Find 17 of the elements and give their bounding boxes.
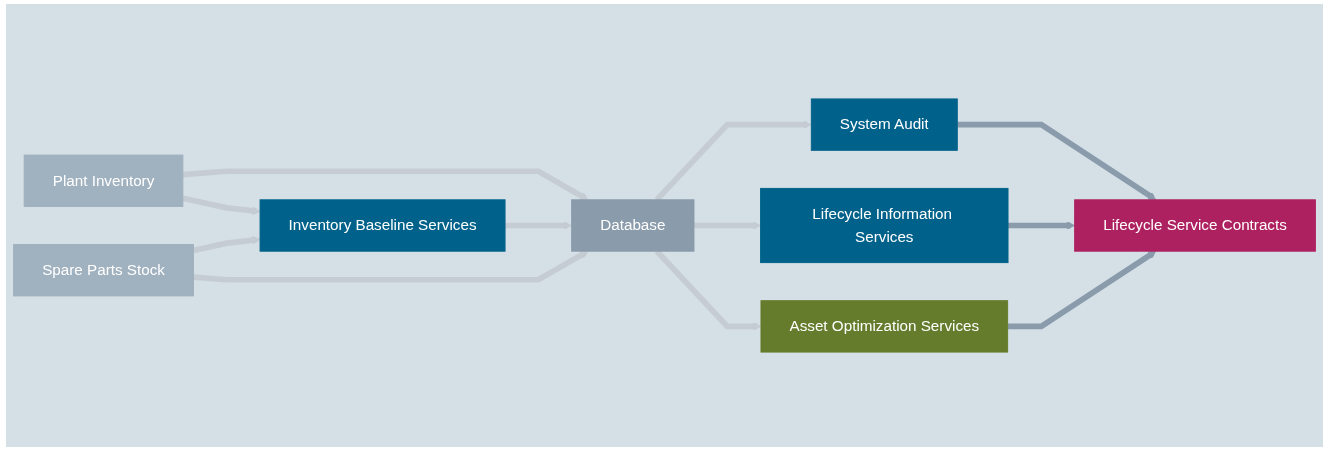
- arrow: [182, 195, 261, 215]
- node-box: Lifecycle Service Contracts: [1074, 199, 1316, 252]
- node-box: Asset Optimization Services: [760, 300, 1009, 353]
- node-box: Spare Parts Stock: [13, 244, 194, 297]
- node-box: Database: [571, 199, 695, 252]
- node-box: Inventory Baseline Services: [259, 199, 506, 252]
- arrow: [693, 221, 761, 230]
- arrow: [505, 221, 573, 230]
- arrow: [182, 168, 589, 201]
- arrow: [193, 250, 589, 283]
- node-box: Lifecycle Information Services: [760, 187, 1009, 264]
- arrow: [1007, 250, 1157, 330]
- node-box: System Audit: [810, 98, 958, 151]
- arrow: [1008, 221, 1075, 230]
- arrow: [192, 236, 261, 254]
- arrow: [957, 121, 1157, 201]
- node-box: Plant Inventory: [23, 154, 184, 207]
